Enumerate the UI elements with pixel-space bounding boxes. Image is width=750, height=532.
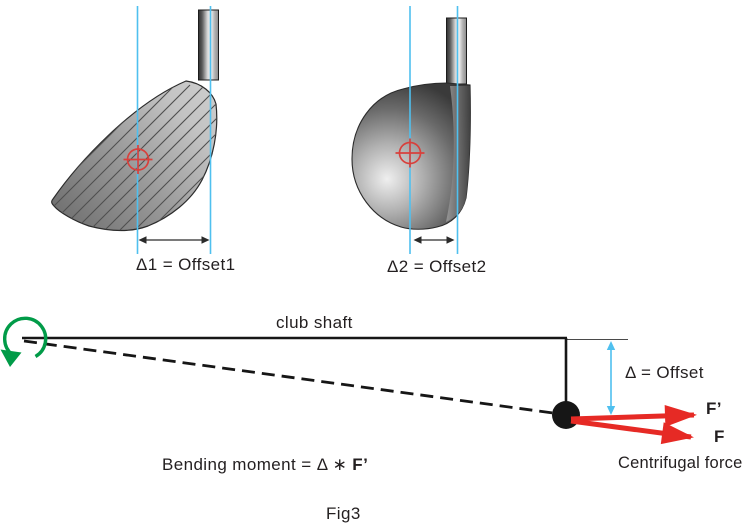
force-f-arrow — [570, 418, 694, 445]
offset1-label: Δ1 = Offset1 — [136, 255, 236, 274]
equation-text: Bending moment = Δ ∗ — [162, 455, 348, 474]
offset2-label: Δ2 = Offset2 — [387, 257, 487, 276]
force-f-prime-label: F’ — [706, 399, 722, 418]
rotation-arrow — [0, 316, 48, 367]
offset1-arrow — [138, 236, 210, 244]
cg-marker-1 — [123, 145, 153, 174]
offset-dimension-arrow — [606, 341, 616, 415]
wood-head-group — [351, 6, 471, 254]
figure-caption: Fig3 — [326, 504, 361, 523]
face-grooves — [51, 84, 217, 231]
club-head-mass-dot — [552, 401, 580, 429]
centrifugal-force-label: Centrifugal force — [618, 454, 743, 472]
iron-shaft — [198, 9, 219, 81]
bending-moment-equation: Bending moment = Δ ∗F’ — [162, 455, 369, 475]
club-shaft-label: club shaft — [276, 313, 353, 332]
force-f-prime-arrow — [570, 404, 697, 427]
deflected-shaft-dashed-line — [23, 339, 554, 415]
cg-marker-2 — [395, 138, 425, 168]
offset2-arrow — [413, 236, 455, 244]
force-f-label: F — [714, 427, 725, 446]
moment-diagram-group — [0, 316, 697, 445]
wood-shaft — [446, 17, 467, 85]
equation-force-term: F’ — [352, 455, 369, 474]
delta-offset-label: Δ = Offset — [625, 363, 704, 382]
iron-head-group — [51, 6, 219, 254]
